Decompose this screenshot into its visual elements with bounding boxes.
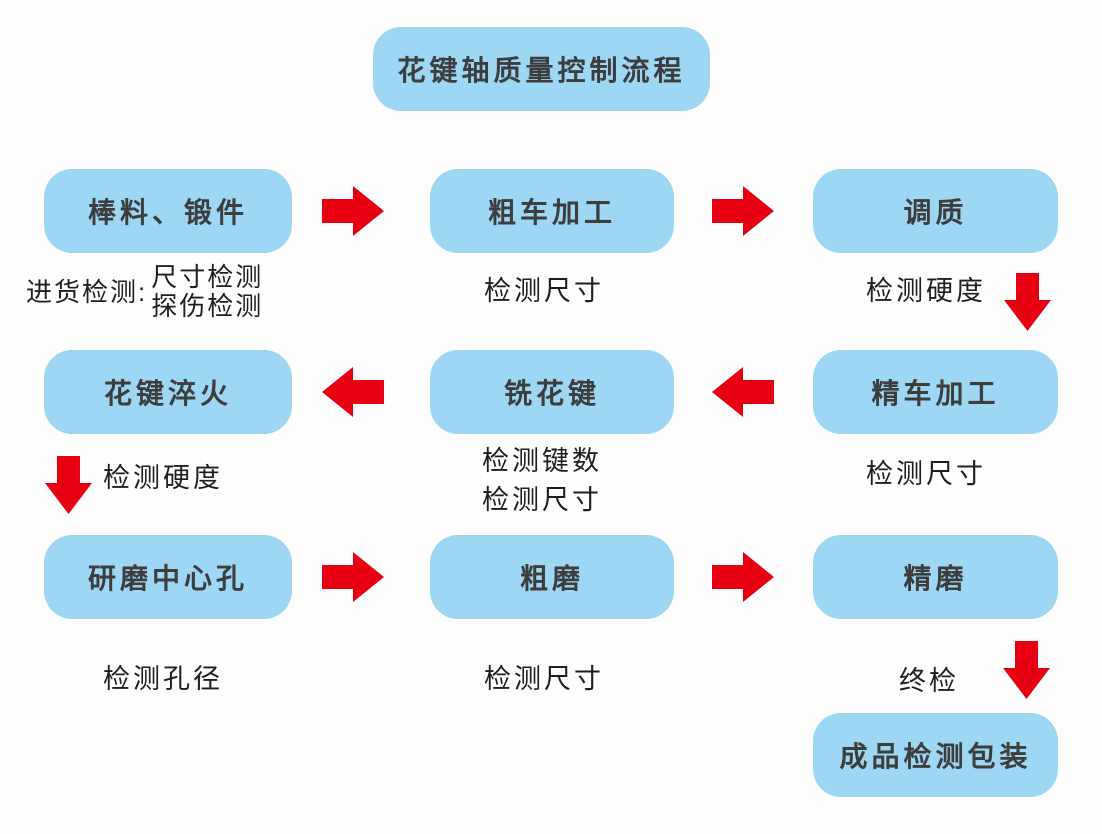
arrow-right-icon	[322, 186, 384, 236]
arrow-left-icon	[322, 367, 384, 417]
node-grind-center-hole: 研磨中心孔	[44, 535, 292, 619]
inspection-after-quench-temper: 检测硬度	[866, 276, 986, 306]
inspection-after-mill-spline-line2: 检测尺寸	[482, 485, 602, 515]
arrow-right-icon	[712, 552, 774, 602]
inspection-after-grind-center-hole: 检测孔径	[103, 664, 223, 694]
arrow-down-icon	[1003, 641, 1050, 699]
incoming-inspection-items: 尺寸检测 探伤检测	[151, 263, 263, 321]
node-finish-turning: 精车加工	[813, 350, 1058, 434]
inspection-after-rough-grind: 检测尺寸	[484, 664, 604, 694]
node-mill-spline: 铣花键	[430, 350, 674, 434]
incoming-inspection-note: 进货检测: 尺寸检测 探伤检测	[26, 263, 263, 321]
arrow-left-icon	[712, 367, 774, 417]
inspection-after-rough-turning: 检测尺寸	[484, 276, 604, 306]
node-quench-temper: 调质	[813, 169, 1058, 253]
node-final-pack: 成品检测包装	[813, 713, 1058, 797]
node-rough-grind: 粗磨	[430, 535, 674, 619]
arrow-down-icon	[1004, 273, 1051, 331]
inspection-after-spline-quench: 检测硬度	[103, 463, 223, 493]
incoming-inspection-item-dimension: 尺寸检测	[151, 262, 264, 292]
arrow-right-icon	[322, 552, 384, 602]
incoming-inspection-label: 进货检测:	[26, 276, 148, 307]
node-bar-stock: 棒料、锻件	[44, 169, 292, 253]
arrow-right-icon	[712, 186, 774, 236]
node-rough-turning: 粗车加工	[430, 169, 674, 253]
inspection-after-mill-spline-line1: 检测键数	[482, 446, 602, 476]
incoming-inspection-item-flaw: 探伤检测	[151, 291, 264, 321]
flow-title: 花键轴质量控制流程	[373, 27, 710, 111]
node-finish-grind: 精磨	[813, 535, 1058, 619]
node-spline-quench: 花键淬火	[44, 350, 292, 434]
inspection-after-finish-turning: 检测尺寸	[866, 459, 986, 489]
arrow-down-icon	[45, 456, 92, 514]
inspection-after-mill-spline: 检测键数 检测尺寸	[482, 442, 602, 520]
final-inspection-label: 终检	[899, 666, 959, 696]
